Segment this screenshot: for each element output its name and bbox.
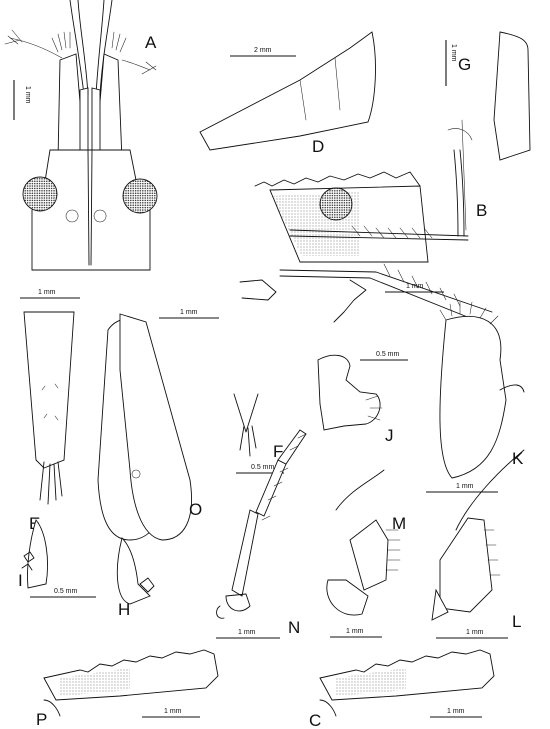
label-m: M xyxy=(392,514,406,533)
figure-g-plate xyxy=(493,31,531,161)
figure-n-pereiopod xyxy=(216,429,307,619)
figure-o-uropod xyxy=(97,313,192,541)
figure-p-rostrum xyxy=(43,649,219,717)
label-p: P xyxy=(36,710,47,729)
figure-k-maxilla xyxy=(439,301,525,479)
label-l: L xyxy=(512,612,521,631)
label-h: H xyxy=(118,600,130,619)
figure-h-mandible xyxy=(116,537,155,605)
label-f: F xyxy=(273,442,283,461)
scale-label-i: 0.5 mm xyxy=(54,588,78,595)
scale-label-d: 2 mm xyxy=(254,47,272,54)
scale-label-f: 0.5 mm xyxy=(251,464,275,471)
label-i: I xyxy=(18,571,23,590)
figure-d-segment xyxy=(199,31,376,151)
figure-c-rostrum xyxy=(319,649,495,717)
scale-label-c: 1 mm xyxy=(447,708,465,715)
scale-label-p: 1 mm xyxy=(164,708,182,715)
scale-label-n: 1 mm xyxy=(238,629,256,636)
label-j: J xyxy=(385,426,394,445)
label-a: A xyxy=(145,33,157,52)
scale-label-l: 1 mm xyxy=(466,629,484,636)
figure-l-maxilliped xyxy=(431,449,525,621)
figure-m-maxilliped xyxy=(326,469,401,616)
scale-label-k: 1 mm xyxy=(456,483,474,490)
scale-label-b: 1 mm xyxy=(406,283,424,290)
figure-j-appendage xyxy=(317,354,383,431)
figure-e-telson xyxy=(23,311,75,505)
scale-label-e: 1 mm xyxy=(38,289,56,296)
label-b: B xyxy=(476,201,487,220)
label-n: N xyxy=(288,618,300,637)
label-d: D xyxy=(312,137,324,156)
scale-label-g: 1 mm xyxy=(450,44,457,62)
scale-label-o: 1 mm xyxy=(180,309,198,316)
scale-label-j: 0.5 mm xyxy=(376,351,400,358)
figure-a-dorsal-view xyxy=(4,0,158,271)
figure-i-mandible xyxy=(21,519,48,589)
figure-f-telson-tip xyxy=(233,393,259,457)
label-g: G xyxy=(458,55,471,74)
scale-label-a: 1 mm xyxy=(24,86,31,104)
label-k: K xyxy=(512,449,524,468)
label-o: O xyxy=(189,500,202,519)
figure-b-lateral-view xyxy=(239,119,493,323)
label-c: C xyxy=(309,711,321,729)
scale-label-m: 1 mm xyxy=(346,628,364,635)
